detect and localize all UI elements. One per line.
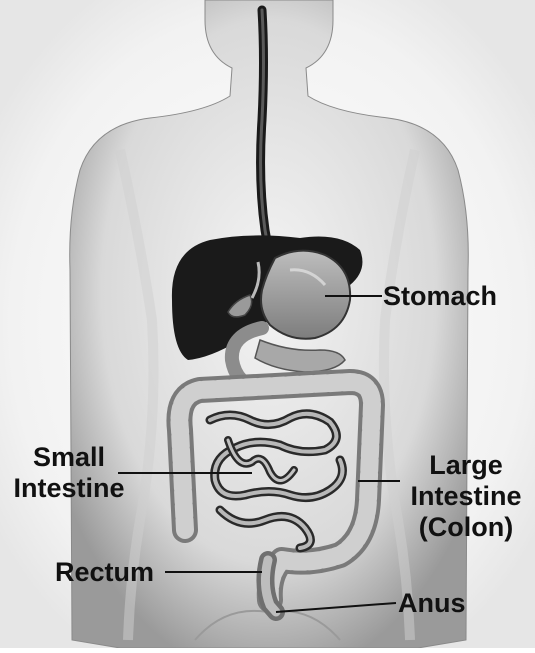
anus-label-text: Anus — [398, 588, 466, 619]
label-rectum: Rectum — [55, 557, 154, 588]
stomach — [261, 251, 350, 339]
label-small-intestine: Small Intestine — [0, 442, 138, 504]
rectum-label-text: Rectum — [55, 557, 154, 588]
label-anus: Anus — [398, 588, 466, 619]
small-intestine-label-line-2: Intestine — [0, 473, 138, 504]
large-intestine-label-line-1: Large — [404, 450, 528, 481]
large-intestine-label-line-3: (Colon) — [404, 512, 528, 543]
label-stomach: Stomach — [383, 281, 497, 312]
small-intestine-label-line-1: Small — [0, 442, 138, 473]
stomach-label-text: Stomach — [383, 281, 497, 312]
large-intestine-label-line-2: Intestine — [404, 481, 528, 512]
label-large-intestine: Large Intestine (Colon) — [404, 450, 528, 543]
